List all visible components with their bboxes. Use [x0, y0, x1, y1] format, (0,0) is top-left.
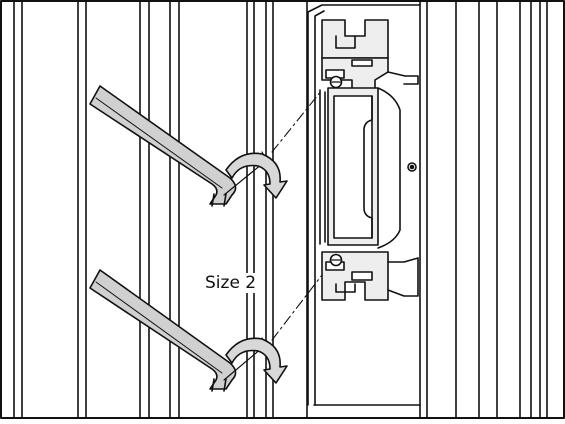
rotation-arrow-icon	[225, 152, 288, 199]
left-profile-lines	[13, 0, 308, 420]
bracket-icon	[319, 87, 401, 249]
alignment-lines	[271, 89, 323, 341]
size-label: Size 2	[203, 273, 259, 293]
right-profile-lines	[419, 0, 548, 420]
hex-key-icon	[89, 85, 271, 207]
component-housing	[307, 4, 421, 406]
hex-key-icon-lower	[89, 269, 271, 392]
top-clip	[321, 19, 419, 93]
rotation-arrow-icon-lower	[225, 337, 288, 384]
